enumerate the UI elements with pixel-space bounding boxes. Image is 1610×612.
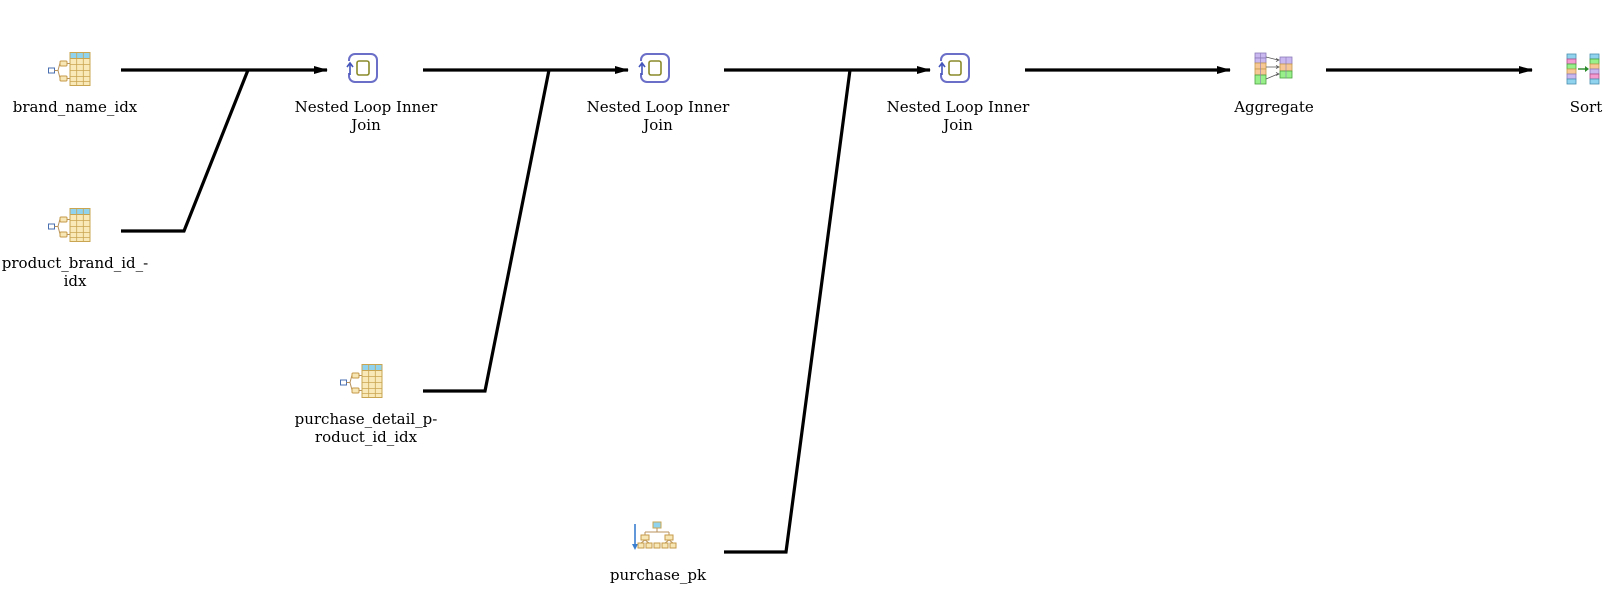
node-label: Sort xyxy=(1569,98,1603,116)
index-scan-icon xyxy=(48,208,92,248)
edge-connector xyxy=(724,69,852,554)
node-label: product_brand_id_- idx xyxy=(1,254,149,290)
index-scan-icon xyxy=(340,364,384,404)
edge-connector xyxy=(423,69,551,393)
edges-layer xyxy=(121,66,1533,554)
node-label: brand_name_idx xyxy=(12,98,138,116)
node-label: purchase_detail_p- roduct_id_idx xyxy=(294,410,438,446)
node-label: Nested Loop Inner Join xyxy=(886,98,1030,134)
nested-loop-icon xyxy=(346,52,380,90)
nested-loop-icon xyxy=(638,52,672,90)
aggregate-icon xyxy=(1254,52,1294,90)
node-label: purchase_pk xyxy=(609,566,707,584)
node-label: Nested Loop Inner Join xyxy=(294,98,438,134)
index-scan-icon xyxy=(48,52,92,92)
index-lookup-icon xyxy=(631,520,679,558)
sort-icon xyxy=(1566,52,1604,90)
nested-loop-icon xyxy=(938,52,972,90)
edge-connector xyxy=(121,69,250,233)
node-label: Aggregate xyxy=(1234,98,1314,116)
node-label: Nested Loop Inner Join xyxy=(586,98,730,134)
